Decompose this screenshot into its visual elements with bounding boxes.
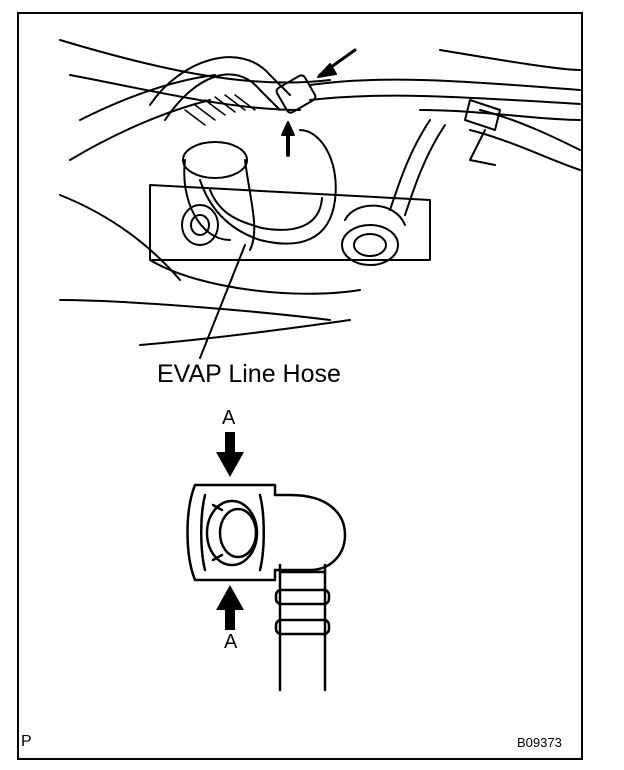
top-connector [275, 74, 317, 114]
top-hose [149, 56, 291, 121]
upper-hose [69, 74, 216, 161]
arrow-a-top-label: A [222, 407, 236, 429]
tank-connector [181, 204, 219, 246]
tank-plate [149, 184, 431, 295]
right-clamp [464, 99, 501, 166]
label-leader-line [199, 244, 246, 359]
arrow-a-bottom-head [216, 585, 244, 610]
arrow-a-bottom-shaft [225, 608, 235, 630]
evap-hose [199, 129, 337, 245]
valve-cap [341, 224, 399, 266]
arrow-a-bottom-label: A [224, 631, 238, 653]
down-pipe [278, 563, 327, 692]
arrow-a-top-head [216, 452, 244, 477]
figure-code: B09373 [517, 735, 562, 750]
right-hose [389, 119, 446, 216]
evap-line-hose-label: EVAP Line Hose [157, 360, 341, 388]
filler-neck [182, 141, 248, 179]
hatching [184, 94, 256, 126]
arrow-a-top-shaft [225, 432, 235, 454]
corner-p-label: P [21, 733, 32, 750]
quick-connector [186, 483, 347, 582]
body-outline-lines [59, 39, 581, 346]
right-pipes [309, 78, 581, 171]
